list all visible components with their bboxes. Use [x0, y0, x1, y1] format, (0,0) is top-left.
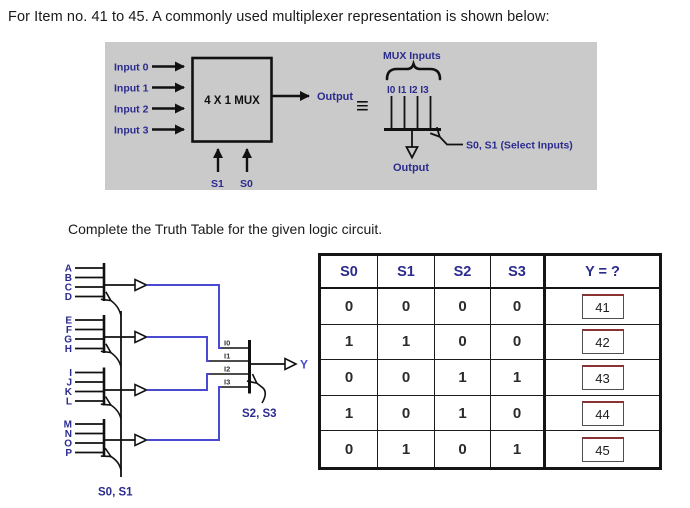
truth-table-header-y: Y = ? — [546, 256, 659, 289]
truth-table-cell: 1 — [321, 395, 378, 432]
input-j-label: J — [66, 378, 72, 389]
input2-label: Input 2 — [114, 104, 149, 116]
input-p-label: P — [65, 448, 72, 459]
truth-table-cell: 1 — [321, 324, 378, 361]
select-s1-label: S1 — [211, 178, 224, 190]
truth-table-cell: 0 — [435, 431, 491, 467]
input-o-label: O — [64, 439, 72, 450]
mux-pins-label: I0 I1 I2 I3 — [387, 85, 429, 96]
input-a-label: A — [65, 264, 72, 275]
item-number-box: 44 — [581, 400, 624, 426]
truth-table-cell: 0 — [491, 324, 546, 361]
select-s0-label: S0 — [240, 178, 253, 190]
final-output-arrowhead-icon — [284, 357, 298, 371]
mux-box — [191, 56, 273, 143]
item-number-box: 45 — [581, 436, 624, 462]
input-f-label: F — [66, 325, 72, 336]
mux-select-arrows — [213, 148, 252, 172]
truth-table-answer-cell: 41 — [546, 289, 659, 325]
symbol-output-label: Output — [393, 162, 429, 174]
item-number-box: 43 — [581, 364, 624, 390]
stage1-select-label: S0, S1 — [98, 487, 133, 499]
question-title: For Item no. 41 to 45. A commonly used m… — [8, 9, 550, 25]
mux-output-label: Output — [317, 91, 353, 103]
group-output-lines — [104, 284, 135, 441]
truth-table-cell: 1 — [435, 395, 491, 432]
truth-table-answer-cell: 45 — [546, 431, 659, 467]
truth-table-header-s3: S3 — [491, 256, 546, 289]
pin-i0-label: I0 — [224, 339, 230, 348]
mux-input-arrows — [152, 61, 185, 135]
truth-table-cell: 0 — [435, 289, 491, 325]
truth-table-cell: 0 — [491, 395, 546, 432]
truth-table-cell: 0 — [321, 289, 378, 325]
truth-table-cell: 0 — [321, 431, 378, 467]
input-n-label: N — [65, 429, 72, 440]
circuit-output-label: Y — [300, 358, 308, 372]
input-h-label: H — [65, 344, 72, 355]
truth-table-cell: 0 — [435, 324, 491, 361]
truth-table-answer-cell: 43 — [546, 360, 659, 396]
stage1-select-hooks — [100, 291, 122, 471]
mux-inputs-brace-label: MUX Inputs — [383, 50, 441, 62]
truth-table-answer-cell: 42 — [546, 325, 659, 361]
circuit-input-labels: A B C D E F G H I J K L M N O P — [64, 264, 73, 460]
input-g-label: G — [64, 335, 72, 346]
truth-table: S0 S1 S2 S3 Y = ? 0 0 0 0 41 1 1 0 0 42 … — [318, 253, 662, 470]
buffer-triangle-icons — [134, 278, 149, 447]
truth-table-cell: 1 — [435, 360, 491, 396]
truth-table-cell: 0 — [491, 289, 546, 325]
pin-i3-label: I3 — [224, 378, 230, 387]
input0-label: Input 0 — [114, 62, 149, 74]
symbol-output-arrowhead-icon — [405, 146, 419, 160]
truth-table-header-s2: S2 — [435, 256, 491, 289]
truth-table-cell: 0 — [378, 395, 435, 432]
final-mux-pin-labels: I0 I1 I2 I3 — [224, 339, 230, 387]
input1-label: Input 1 — [114, 83, 149, 95]
input-b-label: B — [65, 273, 72, 284]
equivalence-symbol: ≡ — [356, 93, 369, 118]
truth-table-cell: 0 — [378, 289, 435, 325]
item-number-box: 41 — [581, 293, 624, 319]
input-d-label: D — [65, 292, 72, 303]
final-mux-pin-stubs — [209, 347, 249, 388]
input3-label: Input 3 — [114, 125, 149, 137]
pin-i1-label: I1 — [224, 352, 230, 361]
mux-representation-panel: Input 0 Input 1 Input 2 Input 3 4 X 1 MU… — [105, 42, 597, 190]
truth-table-header-s1: S1 — [378, 256, 435, 289]
overbrace-icon — [385, 59, 442, 81]
stage2-select-arrow — [246, 373, 267, 404]
circuit-input-wires — [75, 267, 104, 454]
mux-pin-lines — [390, 96, 432, 130]
routing-wires — [146, 284, 221, 441]
instruction-caption: Complete the Truth Table for the given l… — [68, 221, 383, 237]
logic-circuit-diagram: A B C D E F G H I J K L M N O P — [64, 263, 308, 499]
panel-background — [105, 42, 597, 190]
truth-table-cell: 1 — [378, 431, 435, 467]
truth-table-cell: 1 — [491, 360, 546, 396]
input-k-label: K — [65, 387, 73, 398]
stage2-select-label: S2, S3 — [242, 408, 277, 420]
truth-table-cell: 0 — [378, 360, 435, 396]
select-note-label: S0, S1 (Select Inputs) — [466, 140, 573, 152]
select-note-arrow — [439, 136, 463, 146]
pin-i2-label: I2 — [224, 365, 230, 374]
item-number-box: 42 — [581, 329, 624, 355]
input-m-label: M — [64, 420, 72, 431]
input-l-label: L — [66, 397, 72, 408]
input-e-label: E — [65, 316, 72, 327]
input-c-label: C — [65, 283, 72, 294]
mux-box-label: 4 X 1 MUX — [204, 95, 260, 107]
truth-table-header-s0: S0 — [321, 256, 378, 289]
truth-table-cell: 0 — [321, 360, 378, 396]
truth-table-cell: 1 — [378, 324, 435, 361]
truth-table-cell: 1 — [491, 431, 546, 467]
input-i-label: I — [69, 368, 72, 379]
truth-table-answer-cell: 44 — [546, 396, 659, 432]
